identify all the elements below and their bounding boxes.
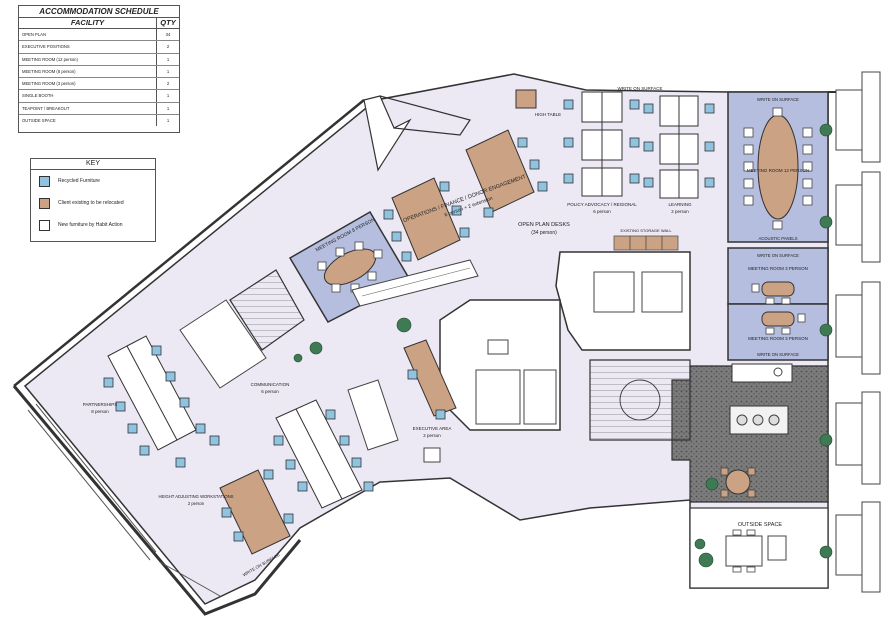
executive-desks — [403, 339, 457, 463]
label-write-surface-top: WRITE ON SURFACE — [617, 86, 662, 91]
qty-cell: 2 — [166, 81, 170, 87]
key-item-new: New furniture by Habit Action — [31, 214, 155, 236]
key-item-recycled: Recycled Furniture — [31, 170, 155, 192]
table-row: TEAPOINT / BREAKOUT 1 — [19, 102, 179, 116]
label-policy-sub: 6 person — [593, 209, 611, 214]
qty-cell: 1 — [166, 105, 170, 111]
relocated-swatch — [39, 197, 50, 209]
breakout-round-table — [725, 469, 751, 495]
label-communication: COMMUNICATION — [251, 382, 290, 387]
communication-desks — [273, 399, 374, 509]
height-adjusting-desks — [219, 469, 294, 555]
schedule-col-facility: FACILITY — [19, 18, 157, 28]
facility-cell: MEETING ROOM (8 person) — [19, 65, 157, 78]
facility-cell: SINGLE BOOTH — [19, 90, 157, 102]
label-executive: EXECUTIVE AREA — [413, 426, 452, 431]
new-furniture-swatch — [39, 219, 50, 231]
label-learning-sub: 2 person — [671, 209, 689, 214]
key-title: KEY — [31, 159, 155, 170]
label-partnerships: PARTNERSHIPS — [83, 402, 118, 407]
label-meeting-3a: MEETING ROOM 3 PERSON — [748, 266, 808, 271]
schedule-col-qty: QTY — [160, 18, 176, 27]
plants — [293, 123, 833, 568]
label-height-adjust-sub: 2 person — [188, 501, 205, 506]
qty-cell: 1 — [166, 118, 170, 124]
label-write-surface-m12: WRITE ON SURFACE — [757, 97, 799, 102]
label-learning: LEARNING — [668, 202, 692, 207]
meeting-table-12 — [757, 114, 799, 220]
label-outside-space: OUTSIDE SPACE — [738, 522, 783, 528]
label-open-plan-sub: (34 person) — [531, 230, 557, 236]
legend-key: KEY Recycled Furniture Client existing t… — [30, 158, 156, 242]
table-row: MEETING ROOM (12 person) 1 — [19, 53, 179, 66]
qty-cell: 1 — [166, 56, 170, 62]
key-label: New furniture by Habit Action — [58, 222, 123, 228]
facility-cell: MEETING ROOM (3 person) — [19, 78, 157, 90]
facility-cell: TEAPOINT / BREAKOUT — [19, 102, 157, 115]
high-table — [515, 89, 537, 109]
facility-cell: OPEN PLAN — [19, 29, 157, 41]
label-partnerships-sub: 8 person — [91, 409, 109, 414]
label-write-surface-m3a: WRITE ON SURFACE — [757, 253, 799, 258]
window-bays — [835, 71, 881, 593]
key-label: Client existing to be relocated — [58, 200, 124, 206]
key-label: Recycled Furniture — [58, 178, 100, 184]
label-communication-sub: 6 person — [261, 389, 279, 394]
label-executive-sub: 2 person — [423, 433, 441, 438]
stairwell — [589, 359, 691, 441]
facility-cell: EXECUTIVE POSITIONS — [19, 41, 157, 53]
facility-cell: MEETING ROOM (12 person) — [19, 53, 157, 65]
table-row: MEETING ROOM (8 person) 1 — [19, 65, 179, 79]
qty-cell: 34 — [165, 32, 171, 37]
operations-desks — [383, 129, 548, 262]
schedule-title: ACCOMMODATION SCHEDULE — [19, 6, 179, 18]
table-row: OPEN PLAN 34 — [19, 29, 179, 42]
label-write-surface-m3b: WRITE ON SURFACE — [757, 352, 799, 357]
schedule-header: FACILITY QTY — [19, 18, 179, 29]
table-row: EXECUTIVE POSITIONS 2 — [19, 41, 179, 54]
recycled-swatch — [39, 175, 50, 187]
qty-cell: 1 — [166, 68, 170, 74]
label-height-adjust: HEIGHT ADJUSTING WORKSTATIONS — [159, 494, 234, 499]
label-policy: POLICY ADVOCACY / REGIONAL — [567, 202, 637, 207]
qty-cell: 2 — [166, 44, 170, 50]
table-row: OUTSIDE SPACE 1 — [19, 115, 179, 127]
label-high-table: HIGH TABLE — [535, 112, 561, 117]
table-row: MEETING ROOM (3 person) 2 — [19, 78, 179, 91]
label-meeting-3b: MEETING ROOM 3 PERSON — [748, 336, 808, 341]
table-row: SINGLE BOOTH 1 — [19, 90, 179, 103]
qty-cell: 1 — [166, 93, 170, 99]
accommodation-schedule: ACCOMMODATION SCHEDULE FACILITY QTY OPEN… — [18, 5, 180, 133]
label-open-plan: OPEN PLAN DESKS — [518, 222, 570, 228]
key-item-relocated: Client existing to be relocated — [31, 192, 155, 214]
policy-desks — [563, 91, 715, 199]
label-acoustic: ACOUSTIC PANELS — [758, 236, 797, 241]
partnership-desks — [103, 335, 220, 468]
storage-wall — [613, 235, 679, 251]
left-stair — [229, 269, 305, 351]
label-meeting-12: MEETING ROOM 12 PERSON — [747, 168, 809, 173]
facility-cell: OUTSIDE SPACE — [19, 115, 157, 127]
label-storage-wall: EXISTING STORAGE WALL — [620, 228, 672, 233]
